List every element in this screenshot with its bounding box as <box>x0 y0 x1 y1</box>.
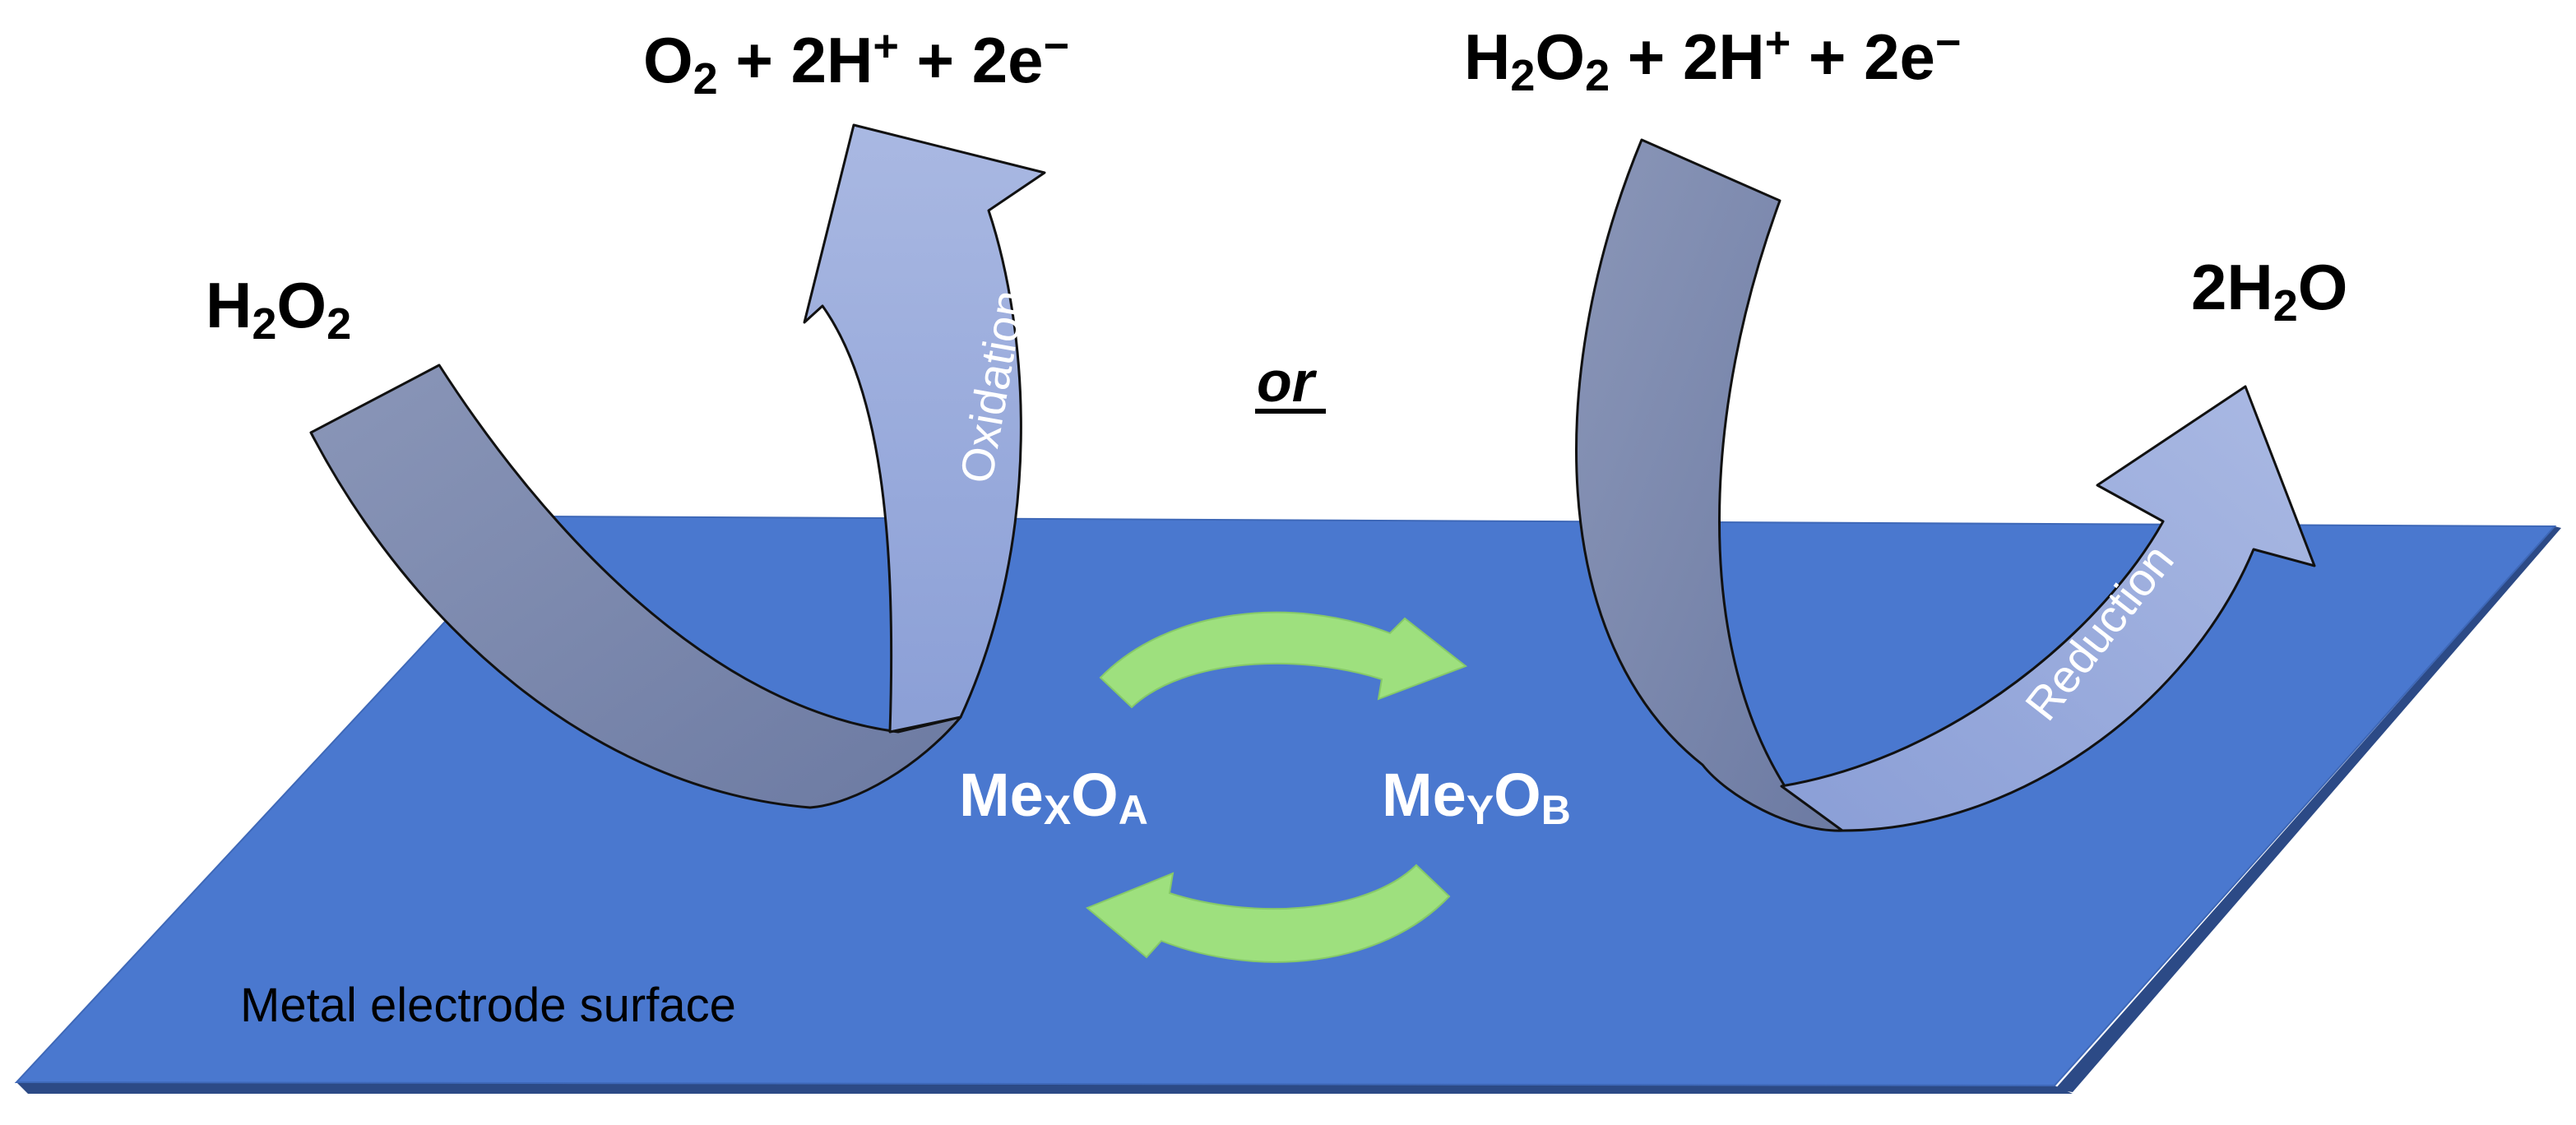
right-reactant-h2o2: H2O2 + 2H+ + 2e− <box>1464 18 1961 100</box>
reduction-arrow-back-band <box>1575 138 1844 832</box>
cycle-arrow-top-icon <box>1099 611 1468 709</box>
cycle-arrow-bottom-icon <box>1086 863 1451 963</box>
oxidation-arrow-front-band <box>803 123 1046 734</box>
left-reactant-h2o2: H2O2 <box>206 269 351 349</box>
reduction-arrow-front-band <box>1780 385 2316 832</box>
surface-edge <box>2055 526 2561 1092</box>
oxidation-arrow: Oxidation <box>309 123 1046 809</box>
surface-label: Metal electrode surface <box>240 979 736 1032</box>
or-connector: or <box>1257 350 1318 414</box>
redox-cycle <box>1086 611 1468 963</box>
oxide-species-a: MeXOA <box>959 761 1148 833</box>
oxidation-arrow-back-band <box>309 363 962 809</box>
right-product-2h2o: 2H2O <box>2191 251 2347 331</box>
left-product-o2: O2 + 2H+ + 2e− <box>643 21 1069 104</box>
oxide-species-b: MeYOB <box>1382 761 1571 833</box>
